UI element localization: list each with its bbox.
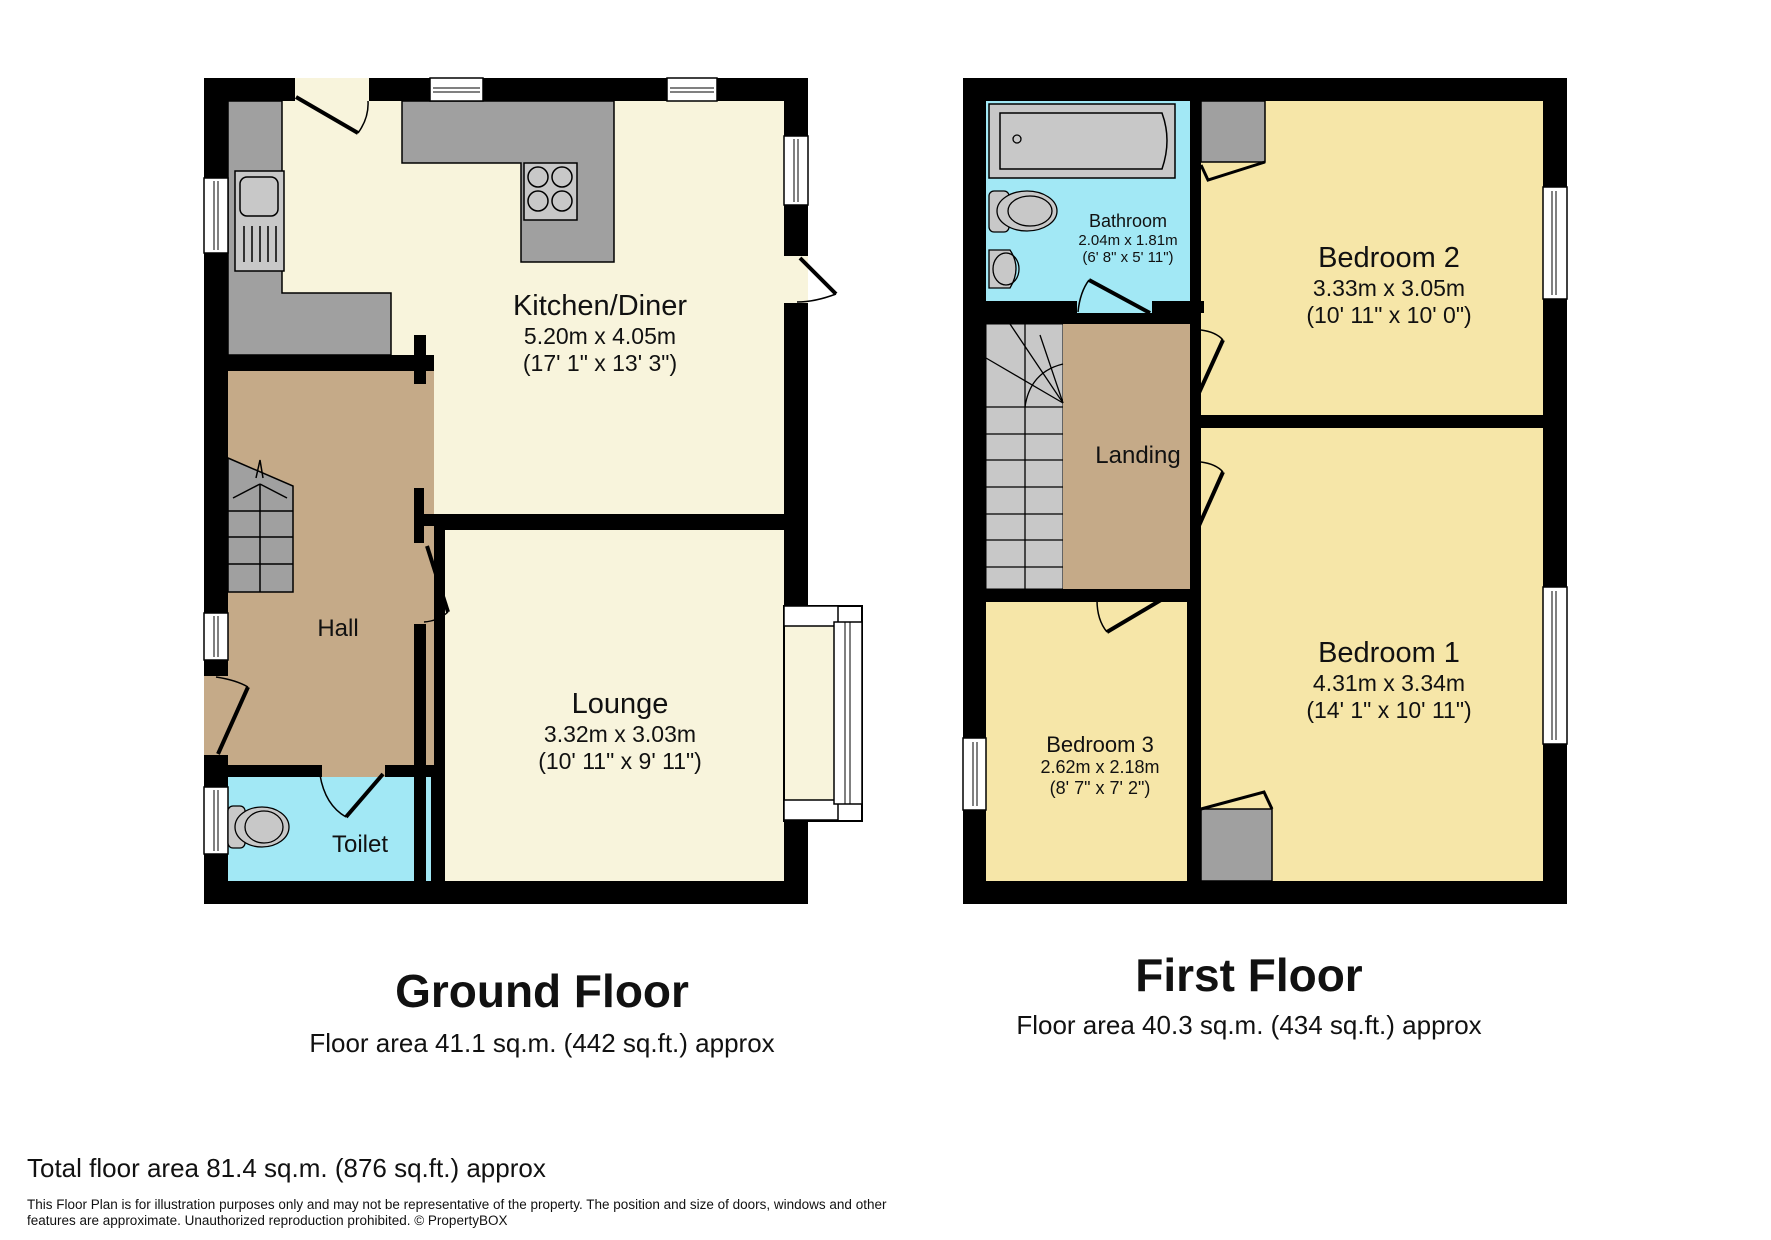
back-door-opening	[295, 78, 369, 101]
room-label-landing: Landing	[1095, 442, 1180, 470]
room-dimensions-metric: 3.32m x 3.03m	[543, 721, 697, 748]
room-label-kitchen: Kitchen/Diner 5.20m x 4.05m (17' 1" x 13…	[513, 290, 687, 376]
door-icon	[1088, 278, 1151, 315]
room-dimensions-metric: 2.62m x 2.18m	[1040, 757, 1160, 778]
window-icon	[203, 612, 229, 661]
door-icon	[425, 545, 450, 613]
room-name: Kitchen/Diner	[512, 290, 688, 322]
door-icon	[798, 256, 838, 296]
room-name: Landing	[1095, 442, 1181, 469]
room-dimensions-metric: 5.20m x 4.05m	[523, 323, 677, 350]
bay-window-floor	[784, 625, 834, 800]
wardrobe-icon	[1200, 808, 1273, 882]
room-dimensions-imperial: (10' 11" x 9' 11")	[538, 747, 702, 774]
first-floor-title: First Floor	[1135, 949, 1363, 1001]
window-icon	[429, 77, 484, 102]
disclaimer-text: This Floor Plan is for illustration purp…	[27, 1197, 887, 1228]
bedroom1-floor	[1201, 428, 1543, 881]
door-icon	[1191, 471, 1225, 540]
lounge-floor	[445, 530, 784, 881]
room-dimensions-metric: 2.04m x 1.81m	[1078, 231, 1178, 249]
room-label-bathroom: Bathroom 2.04m x 1.81m (6' 8" x 5' 11")	[1078, 211, 1177, 266]
front-door-icon	[216, 686, 250, 755]
window-icon	[1542, 186, 1568, 300]
room-name: Lounge	[571, 688, 669, 720]
room-dimensions-imperial: (6' 8" x 5' 11")	[1082, 248, 1174, 266]
wardrobe-icon	[1200, 100, 1266, 163]
room-label-toilet: Toilet	[332, 831, 388, 859]
total-floor-area: Total floor area 81.4 sq.m. (876 sq.ft.)…	[27, 1153, 546, 1183]
ground-floor-plan	[203, 77, 863, 904]
window-icon	[203, 786, 229, 855]
room-label-hall: Hall	[317, 615, 358, 643]
window-icon	[962, 737, 987, 811]
room-name: Bedroom 2	[1318, 242, 1460, 274]
room-label-lounge: Lounge 3.32m x 3.03m (10' 11" x 9' 11")	[538, 688, 702, 774]
room-name: Bedroom 1	[1318, 637, 1460, 669]
window-icon	[666, 77, 718, 102]
room-dimensions-metric: 4.31m x 3.34m	[1312, 670, 1466, 697]
room-dimensions-metric: 3.33m x 3.05m	[1312, 275, 1466, 302]
first-floor-area: Floor area 40.3 sq.m. (434 sq.ft.) appro…	[1016, 1010, 1482, 1040]
room-label-bedroom2: Bedroom 2 3.33m x 3.05m (10' 11" x 10' 0…	[1306, 242, 1471, 328]
room-name: Toilet	[331, 831, 389, 858]
bedroom3-floor	[986, 602, 1187, 881]
kitchen-counter-top	[401, 100, 615, 263]
door-icon	[1191, 339, 1225, 407]
room-dimensions-imperial: (8' 7" x 7' 2")	[1049, 777, 1151, 798]
room-dimensions-imperial: (10' 11" x 10' 0")	[1306, 301, 1472, 328]
door-icon	[1105, 595, 1168, 634]
room-dimensions-imperial: (17' 1" x 13' 3")	[522, 349, 678, 376]
room-name: Hall	[317, 615, 359, 642]
window-icon	[783, 135, 809, 206]
ground-floor-title: Ground Floor	[395, 965, 689, 1017]
hall-lounge-wall	[414, 624, 426, 881]
window-icon	[1542, 586, 1568, 745]
door-icon	[344, 772, 385, 819]
room-name: Bedroom 3	[1046, 732, 1154, 757]
window-icon	[203, 177, 229, 254]
landing-floor	[1063, 324, 1190, 589]
room-label-bedroom3: Bedroom 3 2.62m x 2.18m (8' 7" x 7' 2")	[1040, 732, 1159, 799]
door-icon	[294, 95, 360, 135]
bay-window	[833, 621, 863, 805]
room-dimensions-imperial: (14' 1" x 10' 11")	[1306, 696, 1472, 723]
room-name: Bathroom	[1088, 211, 1168, 231]
ground-floor-area: Floor area 41.1 sq.m. (442 sq.ft.) appro…	[309, 1028, 775, 1058]
first-floor-plan	[962, 78, 1568, 904]
room-label-bedroom1: Bedroom 1 4.31m x 3.34m (14' 1" x 10' 11…	[1306, 637, 1471, 723]
